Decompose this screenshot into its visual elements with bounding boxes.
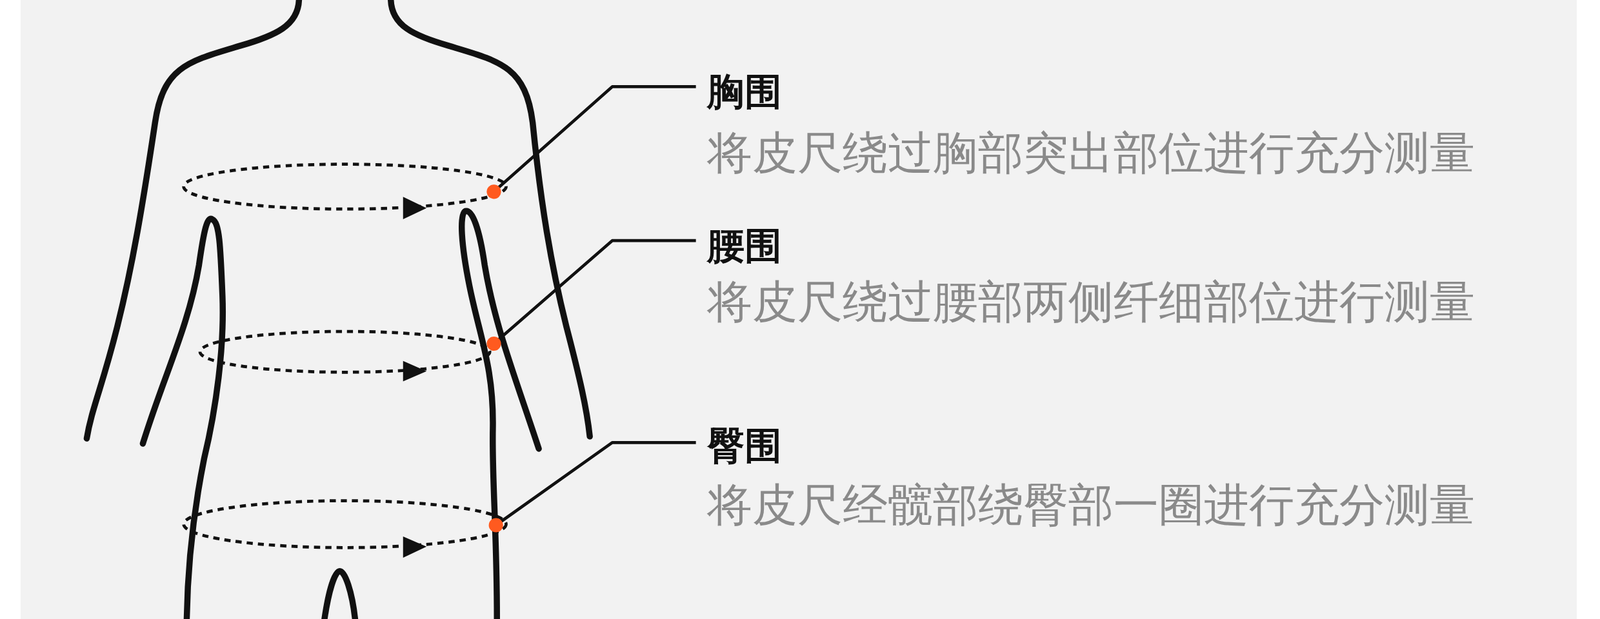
measure-instruction: 将皮尺经髋部绕臀部一圈进行充分测量 [707,479,1475,532]
measure-instruction: 将皮尺绕过腰部两侧纤细部位进行测量 [707,276,1475,329]
measure-instruction: 将皮尺绕过胸部突出部位进行充分测量 [707,127,1475,180]
measure-title: 胸围 [707,70,782,114]
measure-title: 臀围 [707,424,782,468]
measure-title: 腰围 [707,224,782,268]
